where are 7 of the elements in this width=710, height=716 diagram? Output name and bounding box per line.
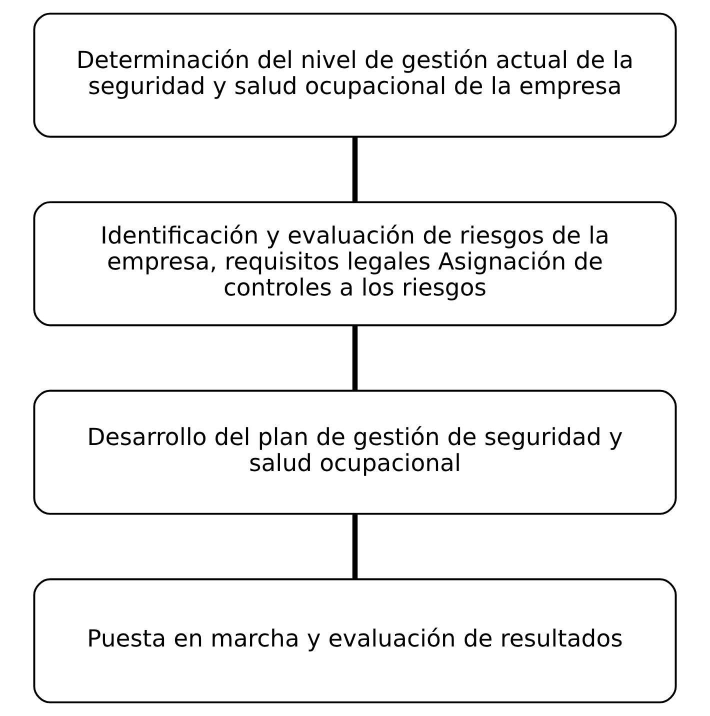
node-box: Determinación del nivel de gestión actual de la seguridad y salud ocupacional de la empresa — [33, 12, 677, 138]
connector — [352, 136, 358, 202]
connector — [352, 325, 358, 390]
node-box: Identificación y evaluación de riesgos de la empresa, requisitos legales Asignación de controles a los riesgos — [33, 201, 677, 326]
connector — [352, 514, 358, 579]
node-box: Puesta en marcha y evaluación de resultados — [33, 578, 677, 704]
node-box: Desarrollo del plan de gestión de seguridad y salud ocupacional — [33, 390, 677, 515]
